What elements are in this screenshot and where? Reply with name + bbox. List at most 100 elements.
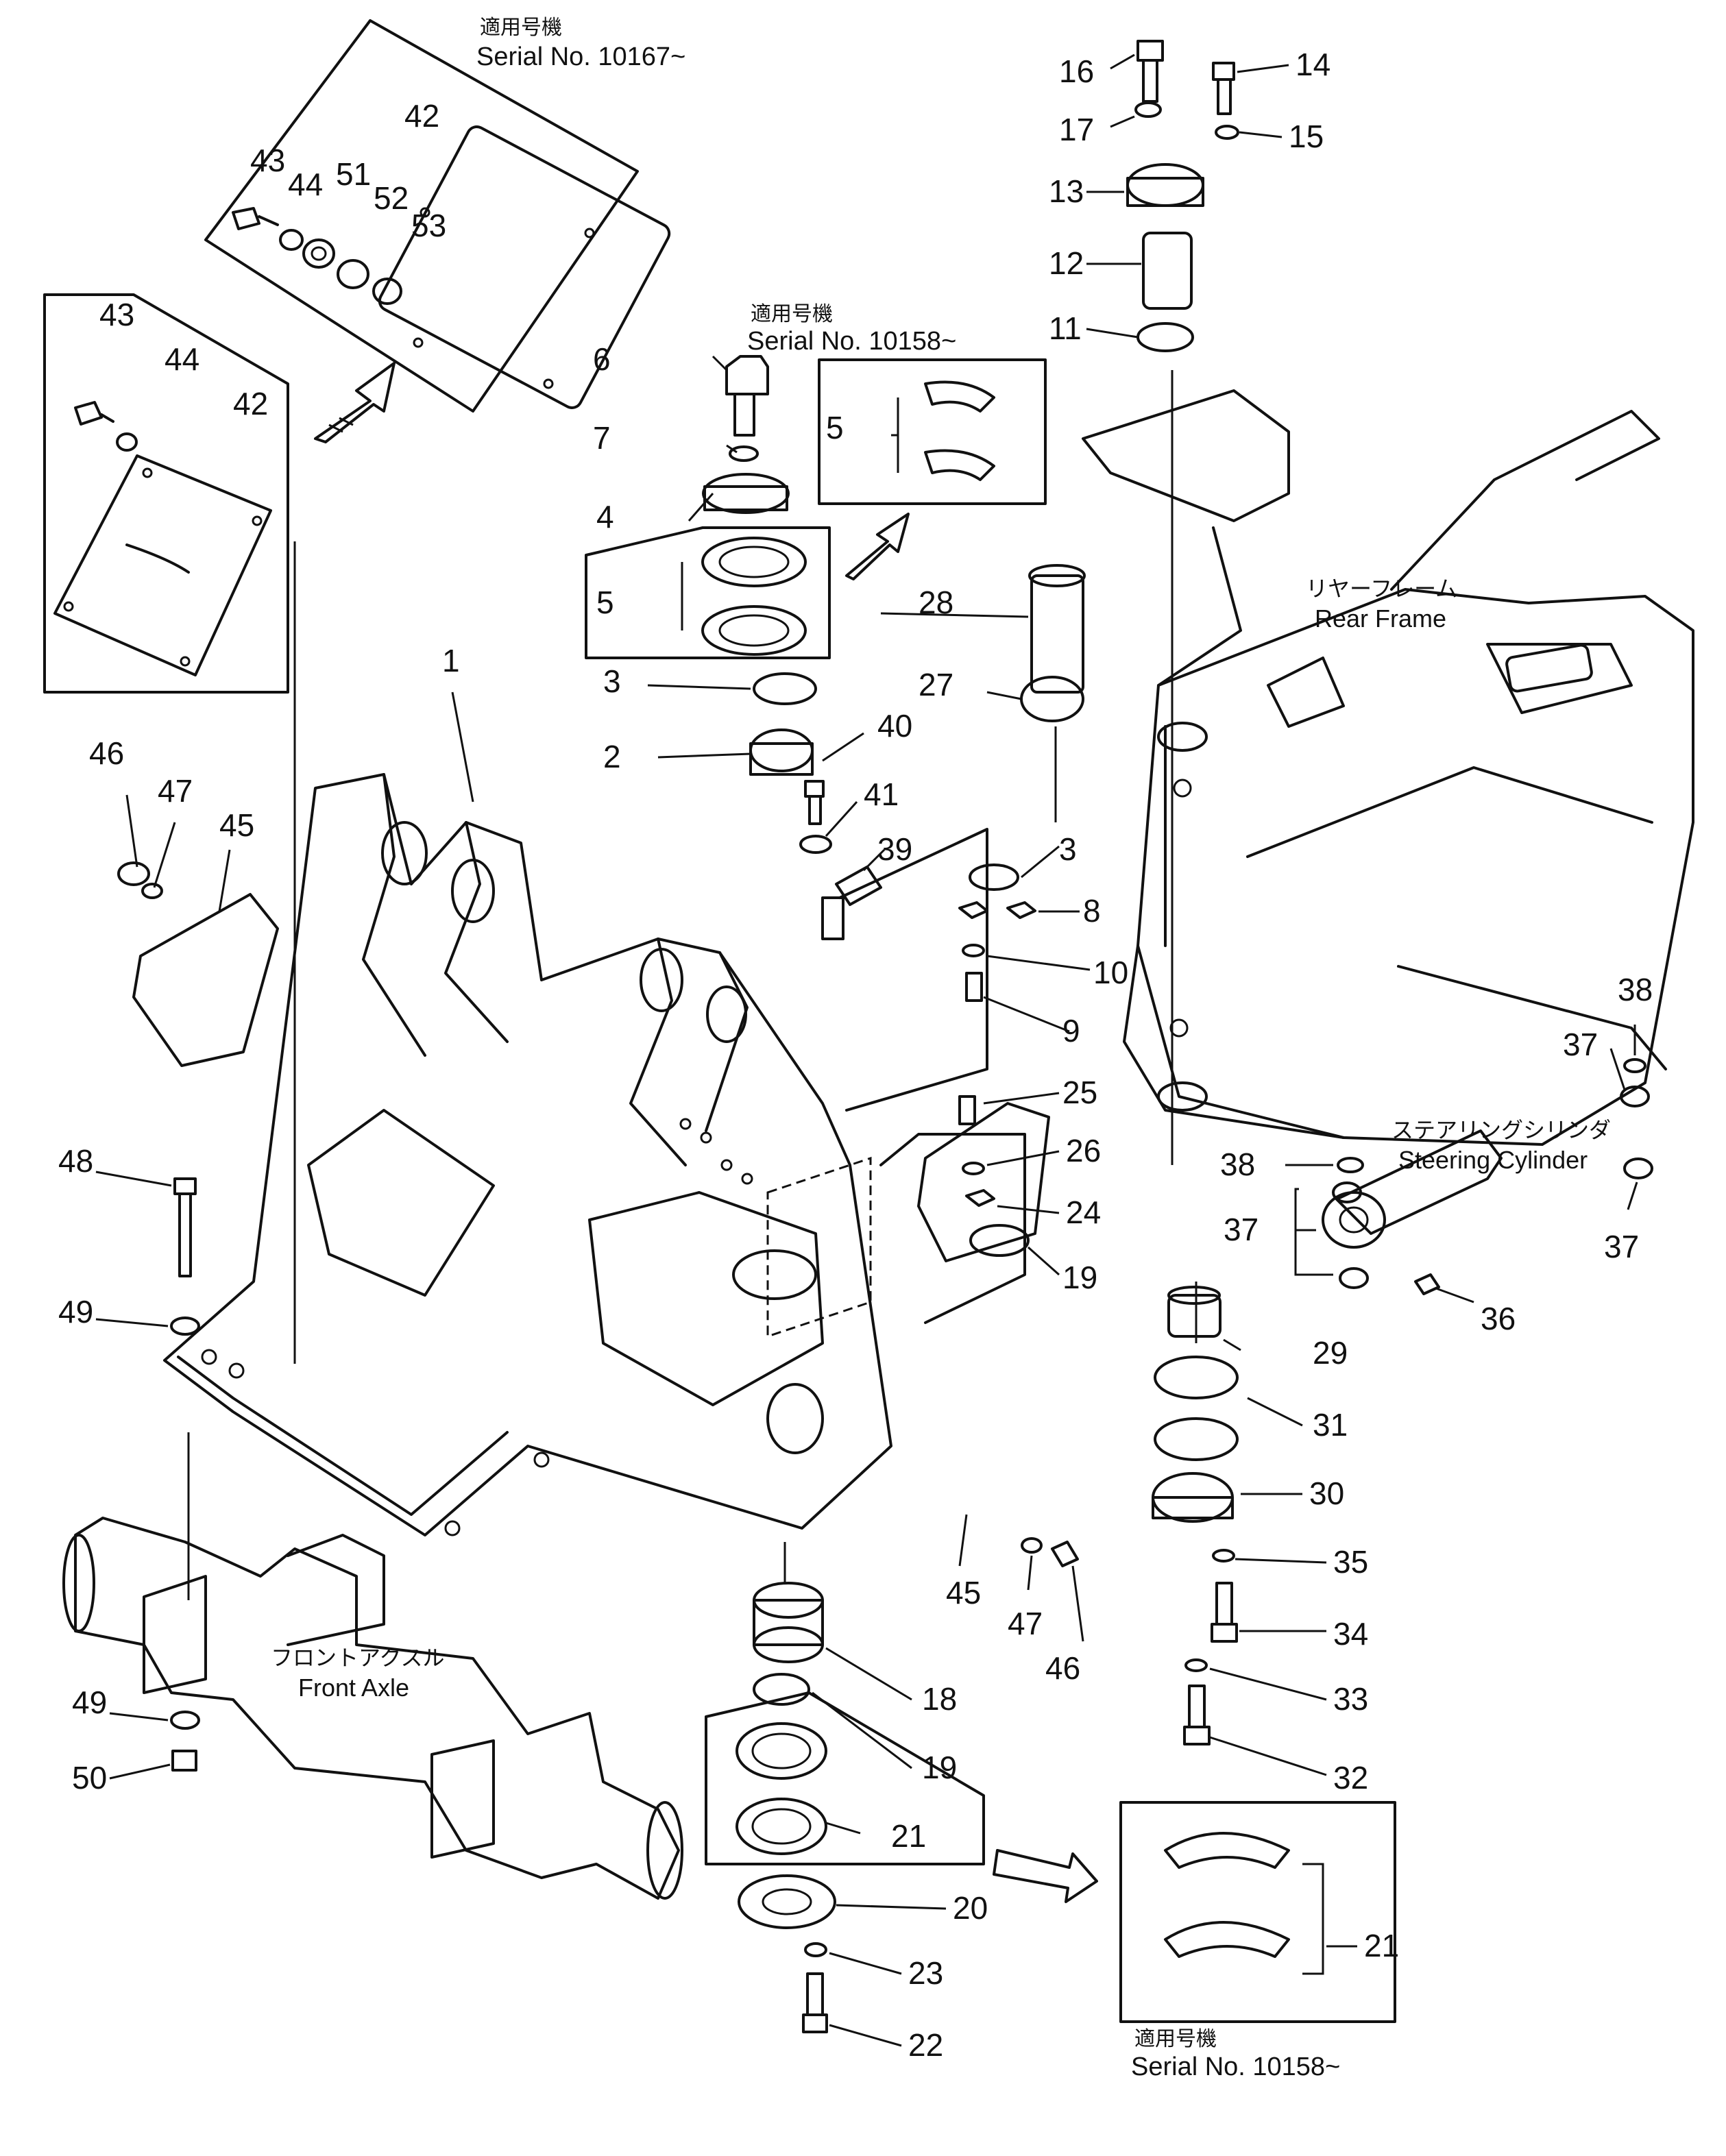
callout-14: 14 [1296, 47, 1330, 82]
steering-cylinder-label: ステアリングシリンダ Steering Cylinder [1391, 1117, 1611, 1174]
callout-19: 19 [1062, 1260, 1097, 1295]
callout-41: 41 [864, 776, 899, 812]
callout-30: 30 [1309, 1475, 1344, 1511]
serial-note-bottom: 適用号機 Serial No. 10158~ [1131, 2027, 1340, 2081]
inset-washer-middle [818, 358, 1047, 580]
callout-53: 53 [411, 208, 446, 243]
callout-46b: 46 [1045, 1650, 1080, 1686]
callout-52: 52 [374, 180, 409, 216]
svg-text:Steering Cylinder: Steering Cylinder [1398, 1146, 1588, 1174]
callout-13: 13 [1049, 173, 1084, 209]
callout-5: 5 [596, 585, 614, 620]
steering-cylinder-hardware [1332, 1058, 1653, 1295]
callout-3b: 3 [1059, 831, 1077, 867]
callout-21b: 21 [1364, 1928, 1399, 1963]
callout-numbers: 1 2 3 3 4 5 5 6 7 8 9 10 11 12 13 14 15 … [58, 47, 1653, 2063]
callout-7: 7 [593, 420, 611, 456]
svg-text:適用号機: 適用号機 [1134, 2027, 1217, 2051]
callout-11: 11 [1049, 310, 1082, 346]
callout-38: 38 [1618, 972, 1653, 1007]
callout-15: 15 [1289, 119, 1324, 154]
callout-47b: 47 [1008, 1606, 1043, 1641]
callout-8: 8 [1083, 893, 1101, 929]
callout-35: 35 [1333, 1544, 1368, 1580]
svg-text:Serial No. 10158~: Serial No. 10158~ [1131, 2053, 1340, 2081]
callout-51: 51 [336, 156, 371, 192]
callout-9: 9 [1062, 1013, 1080, 1049]
callout-21: 21 [891, 1818, 926, 1854]
callout-10: 10 [1093, 955, 1128, 990]
callout-12: 12 [1049, 245, 1084, 281]
callout-26: 26 [1066, 1133, 1101, 1168]
inset-washer-bottom [993, 1801, 1396, 2023]
callout-20: 20 [953, 1890, 988, 1926]
callout-45: 45 [219, 807, 254, 843]
callout-28: 28 [919, 585, 953, 620]
callout-6: 6 [593, 341, 611, 377]
callout-43: 43 [250, 143, 285, 178]
callout-44b: 44 [165, 341, 199, 377]
inset-bearing-bottom [705, 1691, 985, 1865]
svg-text:Rear Frame: Rear Frame [1315, 604, 1446, 633]
callout-49: 49 [58, 1294, 93, 1330]
inset-washer-left [585, 526, 831, 659]
callout-32: 32 [1333, 1760, 1368, 1796]
callout-3: 3 [603, 663, 621, 699]
callout-4: 4 [596, 499, 614, 535]
callout-37: 37 [1563, 1027, 1598, 1062]
pin-stack-upper [702, 355, 817, 776]
front-axle-label: フロントアクスル Front Axle [271, 1645, 444, 1702]
callout-5b: 5 [826, 410, 844, 445]
callout-27: 27 [919, 667, 953, 702]
svg-text:リヤーフレーム: リヤーフレーム [1306, 576, 1457, 602]
callout-22: 22 [908, 2027, 943, 2063]
callout-36: 36 [1481, 1301, 1516, 1336]
callout-2: 2 [603, 739, 621, 774]
callout-46: 46 [89, 735, 124, 771]
front-axle [62, 1517, 683, 1900]
callout-37b: 37 [1224, 1212, 1259, 1247]
serial-note-middle: 適用号機 Serial No. 10158~ [747, 302, 956, 356]
callout-44: 44 [288, 167, 323, 202]
callout-31: 31 [1313, 1407, 1348, 1443]
callout-1: 1 [442, 643, 460, 678]
callout-38b: 38 [1220, 1147, 1255, 1182]
callout-39: 39 [877, 831, 912, 867]
callout-24: 24 [1066, 1195, 1101, 1230]
callout-17: 17 [1059, 112, 1094, 147]
rear-frame [1082, 389, 1694, 1146]
callout-19b: 19 [922, 1750, 957, 1785]
svg-text:適用号機: 適用号機 [480, 16, 562, 40]
svg-text:Serial No. 10167~: Serial No. 10167~ [476, 42, 685, 71]
pin-stack-top-right [1126, 40, 1239, 352]
callout-45b: 45 [946, 1575, 981, 1610]
callout-48: 48 [58, 1143, 93, 1179]
steering-cylinder [1322, 1129, 1503, 1249]
front-frame [163, 773, 892, 1536]
leader-lines [95, 53, 1638, 2047]
callout-43b: 43 [99, 297, 134, 332]
svg-text:Serial No. 10158~: Serial No. 10158~ [747, 327, 956, 356]
callout-23: 23 [908, 1955, 943, 1991]
callout-42: 42 [404, 98, 439, 134]
inset-cover-left [43, 293, 289, 694]
callout-37c: 37 [1604, 1229, 1639, 1264]
callout-16: 16 [1059, 53, 1094, 89]
callout-25: 25 [1062, 1075, 1097, 1110]
callout-47: 47 [158, 773, 193, 809]
svg-text:Front Axle: Front Axle [298, 1674, 409, 1702]
callout-49b: 49 [72, 1685, 107, 1720]
inset-cover-kit-top [204, 19, 671, 443]
callout-18: 18 [922, 1681, 957, 1717]
svg-text:ステアリングシリンダ: ステアリングシリンダ [1391, 1117, 1611, 1143]
svg-text:フロントアクスル: フロントアクスル [271, 1645, 444, 1671]
callout-42b: 42 [233, 386, 268, 421]
svg-text:適用号機: 適用号機 [751, 302, 833, 326]
rear-frame-label: リヤーフレーム Rear Frame [1306, 576, 1457, 633]
callout-40: 40 [877, 708, 912, 744]
callout-29: 29 [1313, 1335, 1348, 1371]
pin-stack-lower-right [1152, 1286, 1239, 1745]
serial-note-top: 適用号機 Serial No. 10167~ [476, 16, 685, 71]
side-covers [117, 861, 1079, 1772]
